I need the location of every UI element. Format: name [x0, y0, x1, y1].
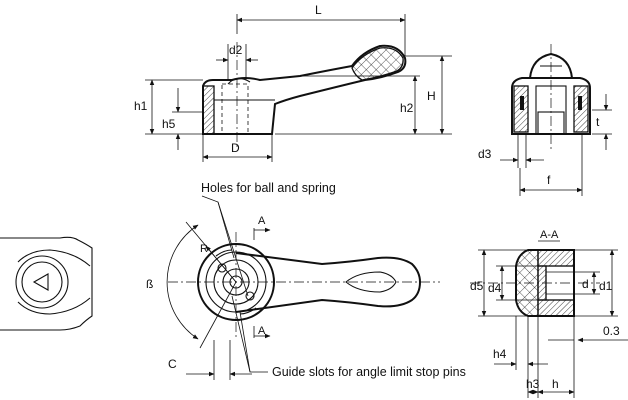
guide-slots-note: Guide slots for angle limit stop pins	[272, 365, 466, 379]
section-label: A-A	[540, 229, 559, 241]
top-view: A A ß R C Holes for ball and spring Guid…	[146, 181, 466, 380]
label-h2: h2	[400, 101, 414, 115]
label-t: t	[596, 115, 600, 129]
side-view: L d2 H h2 h1 h5 D	[134, 3, 452, 162]
label-0-3: 0.3	[603, 324, 620, 338]
label-C: C	[168, 357, 177, 371]
label-h3: h3	[526, 377, 540, 391]
label-d5: d5	[470, 279, 484, 293]
section-view: A-A d5 d4 d d1	[470, 229, 628, 398]
label-h5: h5	[162, 117, 176, 131]
label-d: d	[582, 277, 589, 291]
holes-note: Holes for ball and spring	[201, 181, 336, 195]
label-A-bottom: A	[258, 325, 266, 337]
label-R: R	[200, 243, 208, 255]
label-h4: h4	[493, 347, 507, 361]
label-L: L	[315, 3, 322, 17]
label-d4: d4	[488, 281, 502, 295]
label-beta: ß	[146, 277, 153, 291]
label-h1: h1	[134, 99, 148, 113]
label-h: h	[552, 377, 559, 391]
label-d1: d1	[599, 279, 613, 293]
label-H: H	[427, 89, 436, 103]
label-d2: d2	[229, 43, 243, 57]
end-view: d3 f t	[478, 44, 612, 196]
label-D: D	[231, 141, 240, 155]
detail-view	[0, 236, 93, 331]
label-f: f	[547, 173, 551, 187]
label-d3: d3	[478, 147, 492, 161]
label-A-top: A	[258, 215, 266, 227]
